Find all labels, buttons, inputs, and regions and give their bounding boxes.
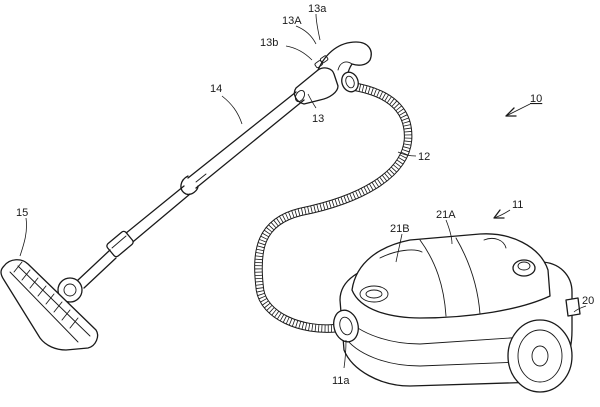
label-nozzle: 15 xyxy=(16,207,28,219)
floor-nozzle xyxy=(0,259,99,351)
label-base: 20 xyxy=(582,295,594,307)
label-lid-front: 21B xyxy=(390,223,410,235)
label-switch-top: 13a xyxy=(308,3,327,15)
reference-labels: 13a 13A 13b 14 13 10 12 11 15 21A 21B 20… xyxy=(16,3,594,387)
label-body: 11 xyxy=(512,199,523,211)
hose xyxy=(254,81,413,333)
label-switch-part: 13A xyxy=(282,15,302,27)
leader-lines xyxy=(19,13,587,369)
extension-pipe xyxy=(77,91,305,289)
label-lid: 21A xyxy=(436,209,456,221)
label-switch-bottom: 13b xyxy=(260,37,278,49)
label-assembly: 10 xyxy=(530,93,542,105)
cleaner-body xyxy=(333,233,581,393)
label-grip: 13 xyxy=(312,113,324,125)
label-hose: 12 xyxy=(418,151,430,163)
handle-grip xyxy=(293,41,372,105)
label-pipe: 14 xyxy=(210,83,222,95)
label-body-port: 11a xyxy=(332,375,350,387)
